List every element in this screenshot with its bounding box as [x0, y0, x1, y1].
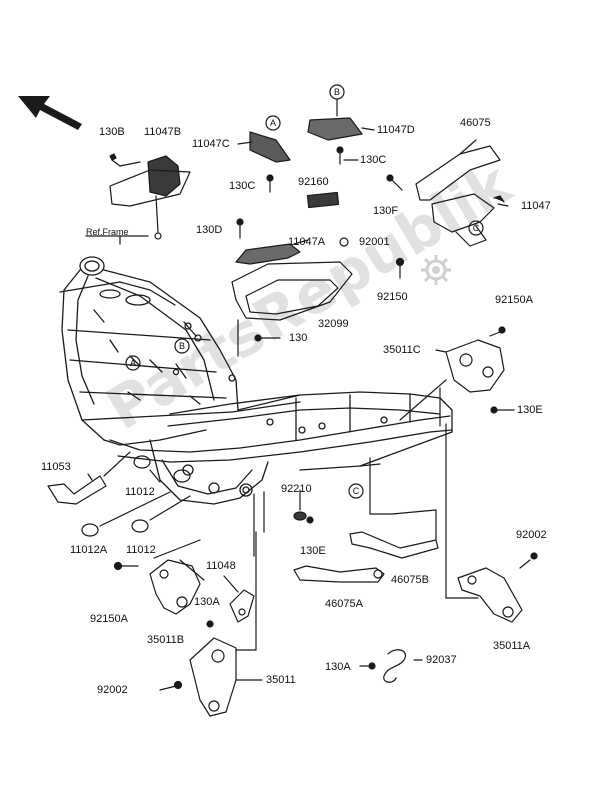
clip-92037	[383, 649, 423, 683]
marker-c-frame	[348, 483, 364, 499]
bolt-130e-right	[490, 406, 515, 414]
label-35011b: 35011B	[147, 634, 185, 646]
label-46075: 46075	[460, 117, 491, 129]
label-35011a: 35011A	[493, 640, 531, 652]
bracket-11047b	[109, 155, 191, 240]
marker-b-frame-label: B	[179, 341, 185, 351]
bracket-35011a	[457, 567, 523, 623]
bolt-92002-left	[159, 680, 183, 691]
label-92160: 92160	[298, 176, 329, 188]
label-32099: 32099	[318, 318, 349, 330]
washer-92001	[339, 237, 349, 247]
label-35011c: 35011C	[383, 344, 421, 356]
marker-c-label: C	[473, 223, 480, 233]
label-11047: 11047	[521, 200, 551, 212]
label-11053: 11053	[41, 461, 71, 473]
bolt-130e-bottom	[306, 516, 314, 524]
bolt-92002-right	[519, 552, 538, 569]
label-130b: 130B	[99, 126, 125, 138]
bolt-130a-bottom	[359, 662, 376, 670]
label-130e-bottom: 130E	[300, 545, 326, 557]
label-130a-bottom: 130A	[325, 661, 351, 673]
label-130a-left: 130A	[194, 596, 220, 608]
gear-icon	[421, 255, 451, 285]
label-92150a-bottom: 92150A	[90, 613, 128, 625]
label-130c-left: 130C	[229, 180, 256, 192]
bolt-130c-left	[266, 174, 274, 193]
cap-11012a	[81, 523, 99, 537]
label-11047d: 11047D	[377, 124, 415, 136]
label-92150a-top: 92150A	[495, 294, 533, 306]
bolt-130d	[236, 218, 244, 239]
label-11012-bottom: 11012	[126, 544, 156, 556]
bolt-130	[254, 334, 281, 342]
bracket-46075a	[293, 565, 385, 583]
ref-frame-label: Ref.Frame	[86, 227, 129, 237]
label-130f: 130F	[373, 205, 399, 217]
bolt-92150	[395, 257, 405, 279]
label-92150: 92150	[377, 291, 408, 303]
bolt-92150a-bottom	[113, 561, 139, 571]
bracket-35011b	[149, 559, 205, 615]
marker-b-frame	[174, 338, 190, 354]
marker-a-label: A	[270, 118, 276, 128]
bolt-130f	[386, 174, 403, 191]
pad-92160	[306, 191, 340, 209]
label-11047a: 11047A	[288, 236, 326, 248]
label-130d: 130D	[196, 224, 223, 236]
bracket-35011c	[435, 339, 505, 393]
label-46075b: 46075B	[391, 574, 429, 586]
bolt-92150a-top	[489, 326, 506, 337]
bolt-130b	[109, 153, 141, 167]
label-11012-top: 11012	[125, 486, 155, 498]
bracket-11047	[431, 193, 509, 247]
tray-32099	[231, 261, 353, 357]
marker-a-frame	[125, 355, 141, 371]
label-130e-right: 130E	[517, 404, 543, 416]
marker-b-label: B	[334, 87, 340, 97]
label-92002-right: 92002	[516, 529, 547, 541]
label-130: 130	[289, 332, 308, 344]
bracket-11047d	[307, 84, 375, 141]
bracket-11053	[47, 473, 107, 505]
cap-11012-top	[133, 455, 151, 469]
front-direction-arrow-icon	[18, 96, 82, 130]
label-11012a: 11012A	[70, 544, 108, 556]
label-11048: 11048	[206, 560, 236, 572]
bracket-35011	[189, 531, 263, 717]
label-92001: 92001	[359, 236, 390, 248]
label-130c-right: 130C	[360, 154, 387, 166]
marker-c-frame-label: C	[353, 486, 360, 496]
label-46075a: 46075A	[325, 598, 363, 610]
marker-a-frame-label: A	[130, 358, 136, 368]
label-92210: 92210	[281, 483, 312, 495]
main-frame	[59, 256, 453, 505]
bracket-11047c	[249, 115, 291, 163]
cap-11012-bottom	[131, 519, 149, 533]
label-11047b: 11047B	[144, 126, 182, 138]
bracket-11048	[229, 589, 255, 623]
bolt-130a-left	[206, 620, 214, 628]
label-11047c: 11047C	[192, 138, 230, 150]
bracket-46075	[415, 139, 501, 201]
label-92037: 92037	[426, 654, 457, 666]
bracket-11047a	[235, 243, 301, 265]
label-92002-left: 92002	[97, 684, 128, 696]
bracket-46075b	[349, 509, 439, 559]
collar-92210	[293, 489, 307, 521]
bolt-130c-right	[336, 146, 359, 165]
label-35011: 35011	[266, 674, 296, 686]
